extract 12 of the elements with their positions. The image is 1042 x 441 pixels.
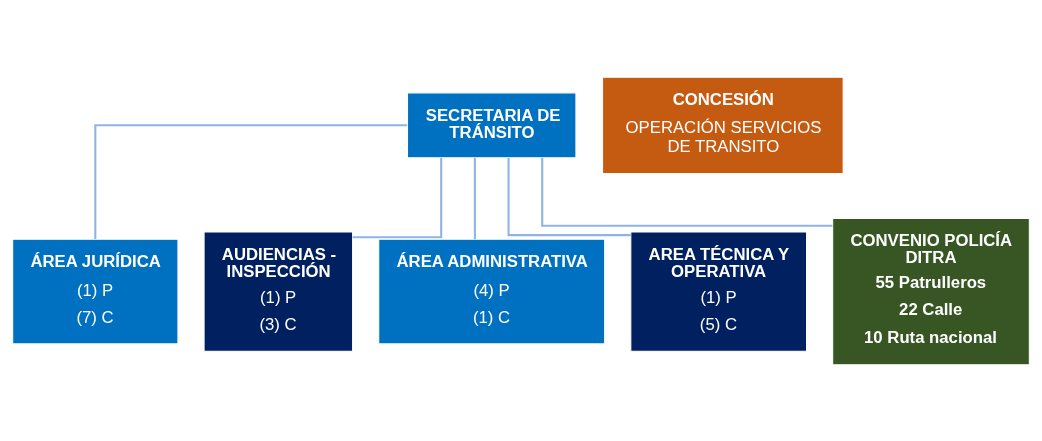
connector (94, 123, 408, 239)
node-box: SECRETARIA DE TRÁNSITO (407, 91, 577, 158)
node-box: ÁREA JURÍDICA (1) P (7) C (12, 238, 179, 344)
node-box: AREA TÉCNICA Y OPERATIVA (1) P (5) C (630, 230, 808, 352)
node-box: ÁREA ADMINISTRATIVA (4) P (1) C (378, 238, 606, 344)
connector (507, 157, 631, 236)
node-box: AUDIENCIAS - INSPECCIÓN (1) P (3) C (203, 230, 354, 352)
node-box: CONVENIO POLICÍA DITRA 55 Patrulleros 22 Calle 10 Ruta nacional (832, 217, 1030, 365)
connector (473, 157, 476, 239)
connector (352, 157, 443, 238)
connector (541, 157, 833, 227)
node-box: CONCESIÓN OPERACIÓN SERVICIOS DE TRANSITO (602, 76, 844, 174)
